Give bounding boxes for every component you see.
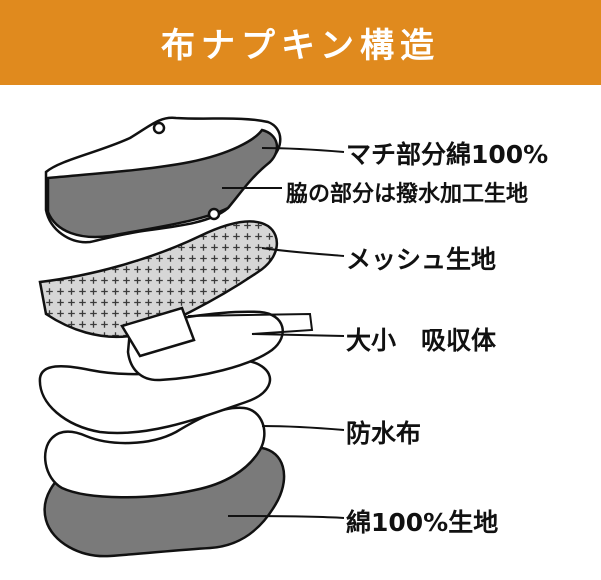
leader-lines [187, 147, 345, 519]
title-banner: 布ナプキン構造 [0, 0, 601, 85]
label-waterproof: 防水布 [346, 419, 422, 448]
label-machi: マチ部分綿100% [346, 140, 549, 169]
leader-line-cotton [227, 515, 345, 519]
absorber-tab-shape [120, 306, 196, 358]
leader-line-mesh [261, 247, 345, 257]
snap-button-top [152, 121, 166, 135]
label-mesh: メッシュ生地 [346, 245, 497, 274]
label-waki: 脇の部分は撥水加工生地 [286, 182, 529, 207]
leader-line-machi [261, 147, 345, 153]
waterproof-shape [44, 406, 266, 499]
layer-mesh [38, 220, 279, 358]
leader-line-waterproof [261, 425, 345, 431]
label-cotton: 綿100%生地 [346, 508, 499, 537]
absorber-large-shape [38, 358, 272, 435]
wing-top-gray-area [46, 128, 279, 239]
diagram-title: 布ナプキン構造 [161, 26, 440, 66]
mesh-shape [38, 220, 279, 339]
label-absorber: 大小 吸収体 [346, 326, 497, 355]
layer-wing-top [44, 116, 282, 244]
leader-line-absorber [187, 312, 345, 337]
snap-button-bottom [207, 207, 221, 221]
layer-waterproof [44, 406, 266, 499]
